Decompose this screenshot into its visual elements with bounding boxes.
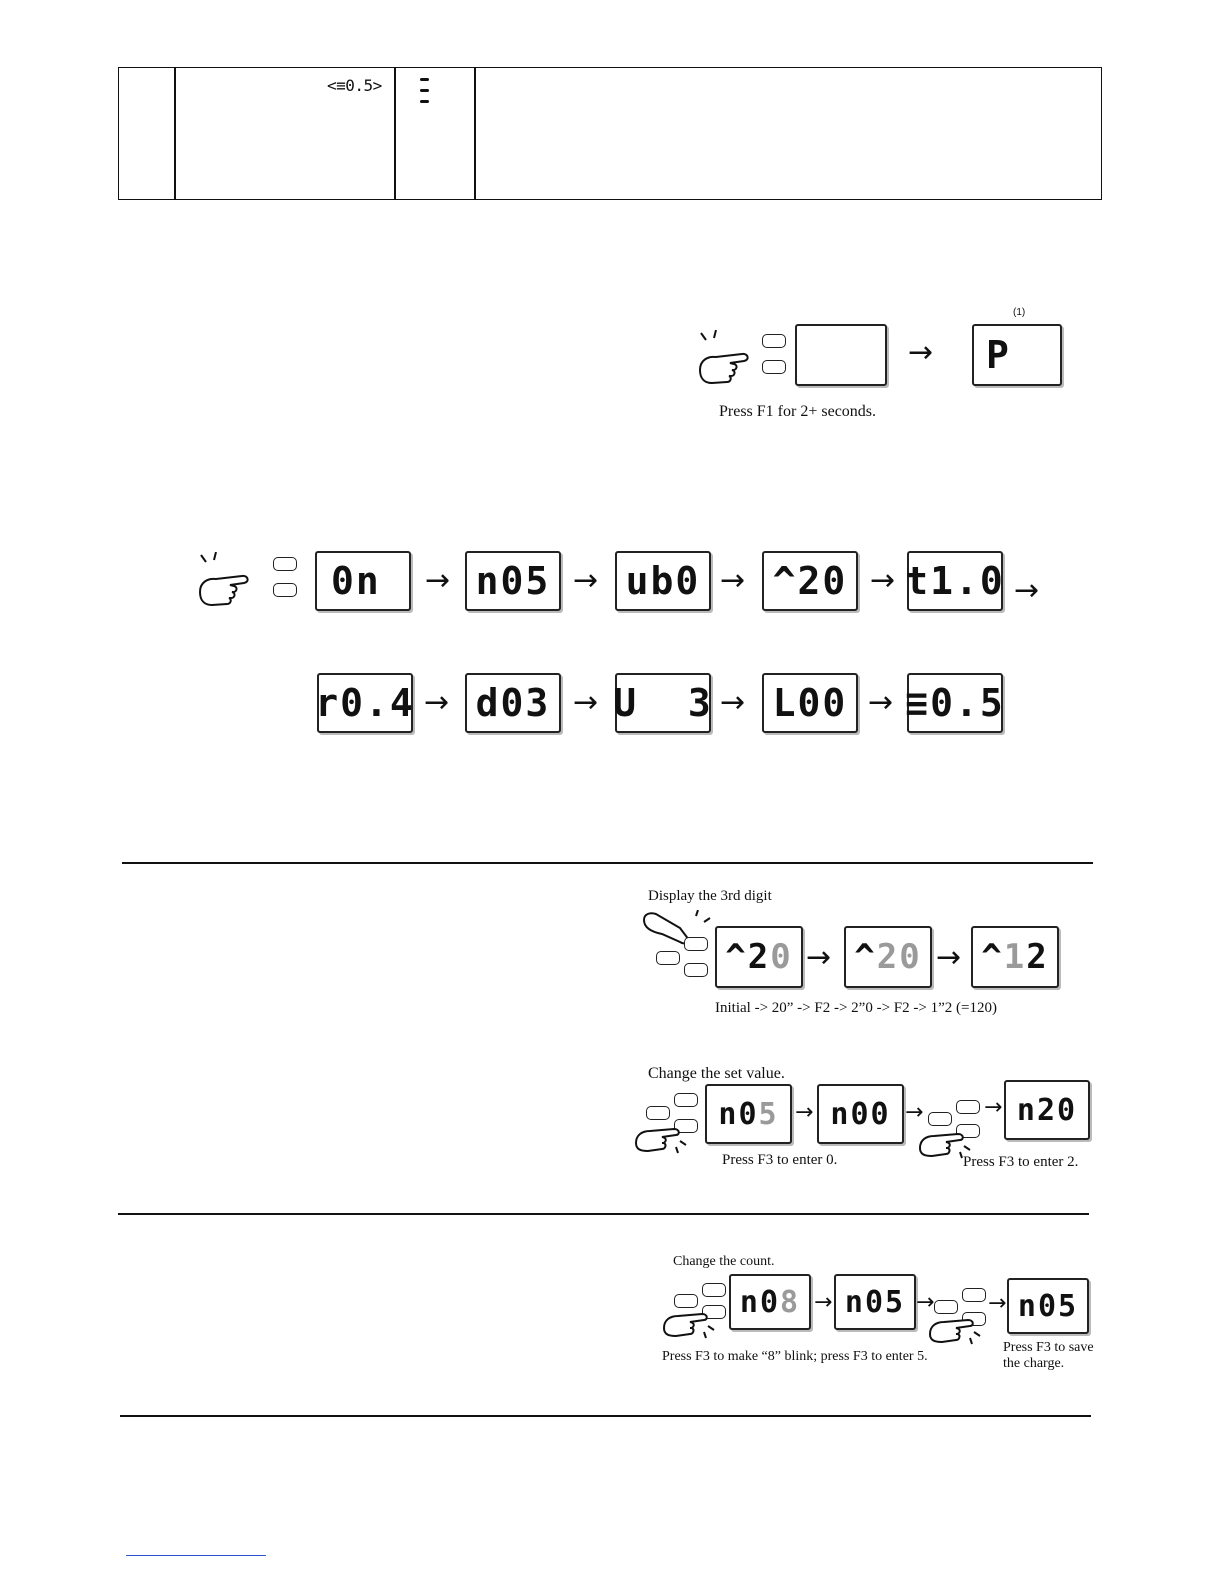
lcd-display-seq: ≡0.5 [905,673,1003,733]
parameter-table: <≡0.5> [118,67,1102,200]
f1-button[interactable] [934,1300,958,1314]
set-value-caption-right: Press F3 to enter 2. [963,1154,1079,1170]
flow-arrow: → [984,1095,1003,1120]
f2-button[interactable] [762,360,786,374]
lcd-display-count: n05 [834,1274,916,1330]
flow-arrow: → [905,1100,924,1125]
f1-button[interactable] [656,951,680,965]
lcd-display-seq: L00 [762,673,858,733]
f3-button[interactable] [684,963,708,977]
table-divider [394,68,396,199]
flow-arrow: → [936,940,962,975]
f1-button[interactable] [762,334,786,348]
flow-arrow: → [988,1291,1007,1316]
enter-program-figure: → (1) P Press F1 for 2+ seconds. [698,307,1100,432]
link-underline [126,1555,266,1556]
f2-button[interactable] [962,1288,986,1302]
flow-arrow: → [573,563,599,598]
pointing-hand-icon [928,1318,981,1345]
f2-button[interactable] [702,1283,726,1297]
lcd-display-seq: t1.0 [905,551,1003,611]
lcd-display-blank [795,324,887,386]
count-caption-left: Press F3 to make “8” blink; press F3 to … [662,1349,928,1364]
section-divider [120,1415,1091,1417]
lcd-display-program: P [972,324,1062,386]
section-divider [122,862,1093,864]
flow-arrow: → [1014,573,1040,608]
lcd-display-setvalue: n00 [817,1084,904,1144]
lcd-display-setvalue: n20 [1004,1080,1090,1140]
lcd-bars-icon [420,78,429,103]
lcd-display-seq: 0n [315,551,411,611]
flow-arrow: → [424,685,450,720]
f1-button[interactable] [928,1112,952,1126]
pointing-hand-icon [198,552,249,607]
f2-button[interactable] [273,583,297,597]
enter-program-caption: Press F1 for 2+ seconds. [719,403,877,420]
f3-button[interactable] [674,1119,698,1133]
flow-arrow: → [720,685,746,720]
flow-arrow: → [795,1100,814,1125]
lcd-display-count: n05 [1007,1278,1089,1334]
flow-arrow: → [916,1290,935,1315]
table-divider [174,68,176,199]
flow-arrow: → [425,563,451,598]
count-caption-right-2: the charge. [1003,1356,1065,1371]
pointing-hand-icon [698,330,749,385]
count-heading: Change the count. [673,1254,775,1269]
f2-button[interactable] [674,1093,698,1107]
digit-heading: Display the 3rd digit [648,888,772,904]
lcd-display-seq: ub0 [615,551,711,611]
table-parameter-code: <≡0.5> [327,76,382,95]
set-value-heading: Change the set value. [648,1065,785,1082]
f2-button[interactable] [684,937,708,951]
lcd-display-seq: d03 [465,673,561,733]
lcd-display-seq: ^20 [762,551,858,611]
lcd-display-seq: n05 [465,551,561,611]
table-divider [474,68,476,199]
lcd-display-digit: ^20 [844,926,932,988]
f2-button[interactable] [956,1100,980,1114]
flow-arrow: → [573,685,599,720]
f1-button[interactable] [273,557,297,571]
section-divider [118,1213,1089,1215]
digit-caption: Initial -> 20” -> F2 -> 2”0 -> F2 -> 1”2… [715,1000,997,1016]
pointing-hand-icon [662,1312,715,1339]
pointing-hand-icon [918,1132,971,1159]
footnote-marker: (1) [1013,307,1026,318]
count-caption-right-1: Press F3 to save [1003,1340,1094,1355]
f1-button[interactable] [646,1106,670,1120]
lcd-display-seq: U 3 [613,673,711,733]
flow-arrow: → [908,335,934,370]
flow-arrow: → [720,563,746,598]
f3-button[interactable] [702,1305,726,1319]
f1-button[interactable] [674,1294,698,1308]
set-value-caption-left: Press F3 to enter 0. [722,1152,838,1168]
flow-arrow: → [870,563,896,598]
lcd-display-seq: r0.4 [315,673,413,733]
flow-arrow: → [806,940,832,975]
flow-arrow: → [868,685,894,720]
pointing-hand-icon [634,1127,687,1154]
flow-arrow: → [814,1290,833,1315]
